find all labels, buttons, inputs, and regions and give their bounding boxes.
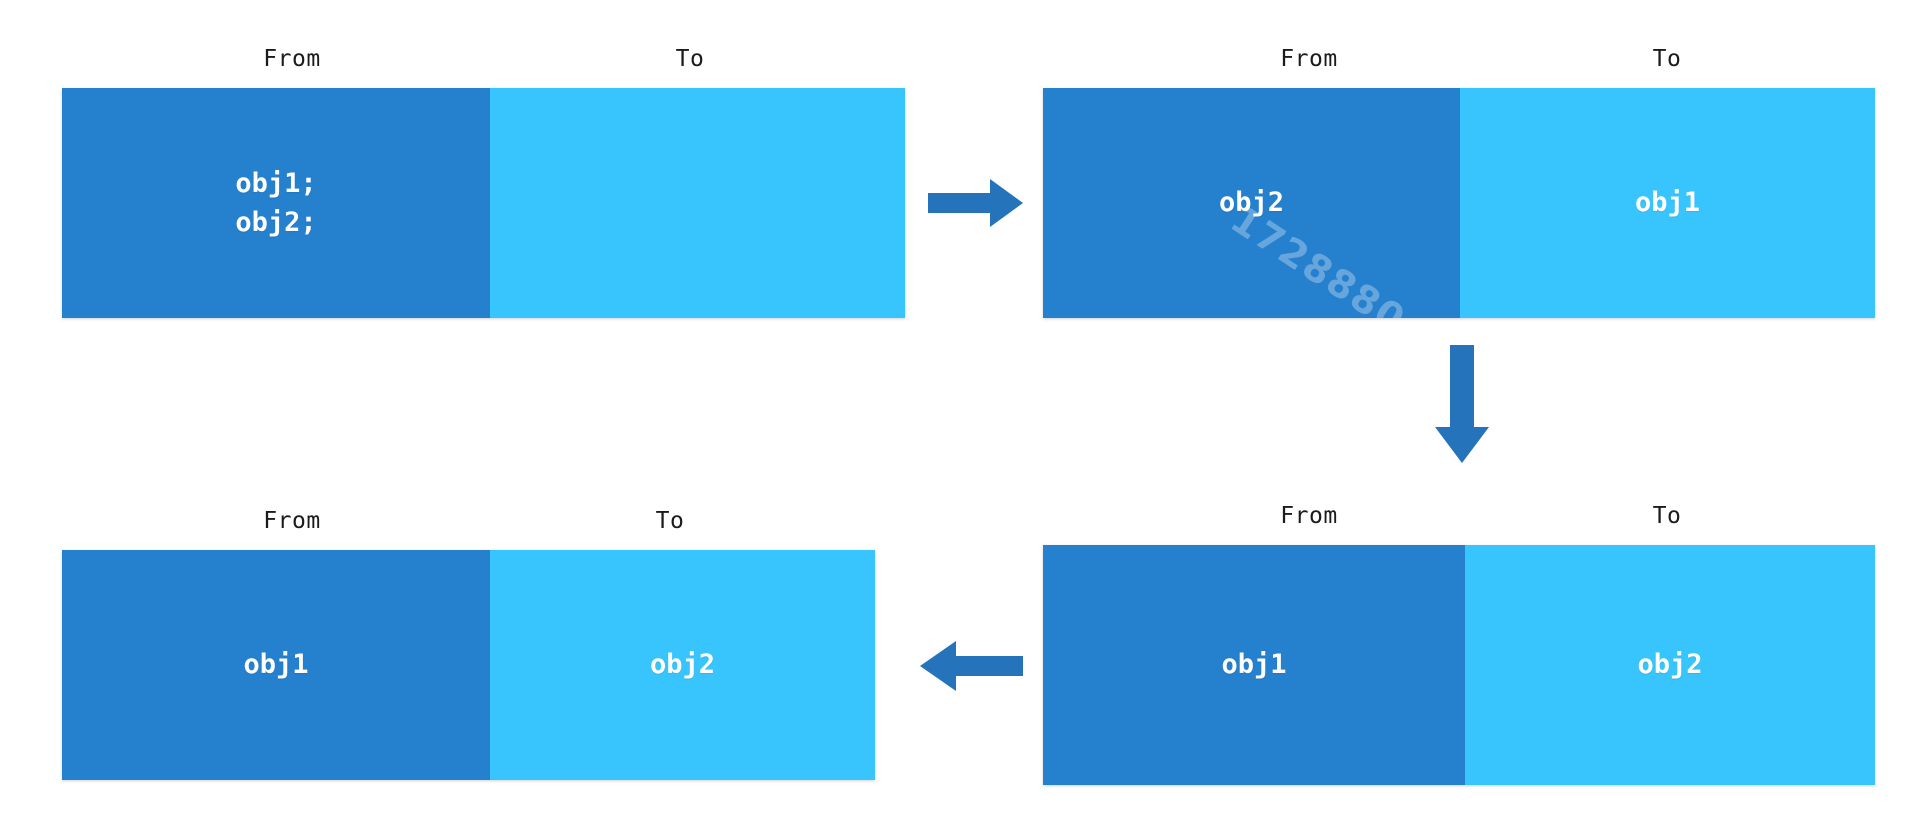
to-block-label-step-3: obj2: [1637, 649, 1703, 681]
from-block-step-1[interactable]: obj1; obj2;: [62, 88, 490, 318]
column-header-to: To: [1652, 503, 1682, 529]
to-block-label-step-2: obj1: [1634, 187, 1701, 219]
from-block-label-step-2: obj2: [1218, 187, 1285, 219]
column-header-from: From: [263, 46, 321, 72]
panel-step-4-headers: From To: [62, 508, 875, 550]
from-block-step-4[interactable]: obj1: [62, 550, 490, 780]
to-block-step-3[interactable]: obj2: [1465, 545, 1875, 785]
column-header-to: To: [675, 46, 705, 72]
panel-step-3-headers: From To: [1043, 503, 1875, 545]
arrow-right-top-icon: [928, 176, 1024, 230]
from-block-step-3[interactable]: obj1: [1043, 545, 1465, 785]
from-block-label-step-1: obj1; obj2;: [235, 167, 317, 238]
panel-step-3-body: obj1 obj2: [1043, 545, 1875, 785]
arrow-down-right-icon: [1432, 345, 1492, 465]
panel-step-4-body: obj1 obj2: [62, 550, 875, 780]
to-block-step-1[interactable]: [490, 88, 905, 318]
from-block-label-step-4: obj1: [243, 649, 309, 681]
to-block-step-4[interactable]: obj2: [490, 550, 875, 780]
column-header-from: From: [1280, 46, 1338, 72]
to-block-step-2[interactable]: obj1: [1460, 88, 1875, 318]
from-block-step-2[interactable]: 1728880486 obj2: [1043, 88, 1460, 318]
column-header-from: From: [1280, 503, 1338, 529]
panel-step-2-headers: From To: [1043, 46, 1875, 88]
arrow-left-bottom-icon: [918, 638, 1024, 694]
column-header-to: To: [1652, 46, 1682, 72]
from-block-label-step-3: obj1: [1221, 649, 1287, 681]
panel-step-1-headers: From To: [62, 46, 905, 88]
column-header-to: To: [655, 508, 685, 534]
column-header-from: From: [263, 508, 321, 534]
panel-step-1-body: obj1; obj2;: [62, 88, 905, 318]
panel-step-2-body: 1728880486 obj2 obj1: [1043, 88, 1875, 318]
to-block-label-step-4: obj2: [649, 649, 716, 681]
